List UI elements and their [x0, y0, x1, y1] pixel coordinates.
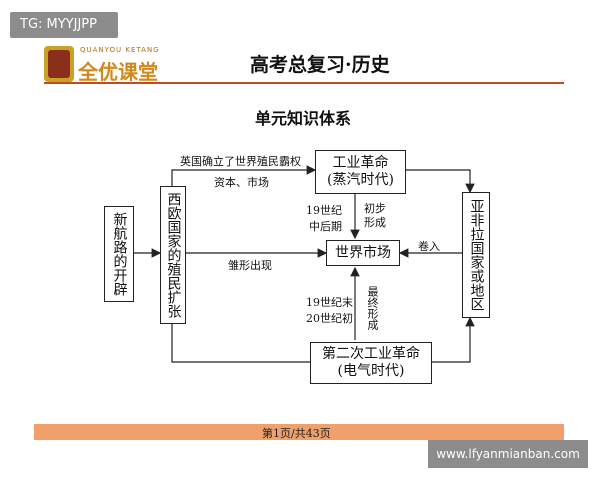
logo-name: 全优课堂 [78, 60, 158, 84]
node-industrial-revolution-title: 工业革命 [332, 155, 389, 171]
node-industrial-revolution: 工业革命 (蒸汽时代) [315, 150, 406, 194]
label-capital-market: 资本、市场 [214, 176, 269, 189]
footer-bar [34, 424, 564, 440]
label-embryo: 雏形出现 [228, 259, 272, 272]
label-mid-late-19c: 19世纪 中后期 [306, 202, 342, 234]
logo-seal-icon [44, 46, 74, 82]
node-world-market: 世界市场 [326, 240, 400, 266]
label-colonial-hegemony: 英国确立了世界殖民霸权 [180, 155, 301, 168]
label-late-19c-line1: 19世纪末 [306, 296, 353, 309]
node-industrial-revolution-sub: (蒸汽时代) [327, 172, 394, 188]
node-west-europe-expansion: 西欧国家的殖民扩张 [160, 186, 186, 324]
header-title: 高考总复习·历史 [250, 54, 390, 76]
node-second-industrial-title: 第二次工业革命 [322, 346, 420, 362]
node-asia-africa-latam: 亚非拉国家或地区 [462, 192, 490, 318]
diagram-title: 单元知识体系 [255, 109, 352, 128]
logo-subtitle: QUANYOU KETANG [80, 46, 160, 54]
label-mid-late-19c-line1: 19世纪 [306, 204, 342, 217]
label-late-19c-early-20c: 19世纪末 20世纪初 [306, 294, 353, 326]
label-drawn-in: 卷入 [418, 240, 440, 253]
node-second-industrial-sub: (电气时代) [337, 363, 405, 379]
watermark-tag: TG: MYYJJPP [10, 12, 118, 38]
label-late-19c-line2: 20世纪初 [306, 312, 353, 325]
label-mid-late-19c-line2: 中后期 [309, 220, 342, 233]
label-initial-form: 初步形成 [364, 202, 386, 229]
node-new-route: 新航路的开辟 [104, 206, 134, 302]
logo: QUANYOU KETANG 全优课堂 [44, 44, 168, 84]
header-rule [44, 82, 564, 84]
footer-page-indicator: 第1页/共43页 [262, 427, 331, 440]
label-final-form: 最终形成 [366, 286, 379, 330]
watermark-url: www.lfyanmianban.com [428, 440, 588, 468]
node-second-industrial-revolution: 第二次工业革命 (电气时代) [310, 342, 432, 384]
